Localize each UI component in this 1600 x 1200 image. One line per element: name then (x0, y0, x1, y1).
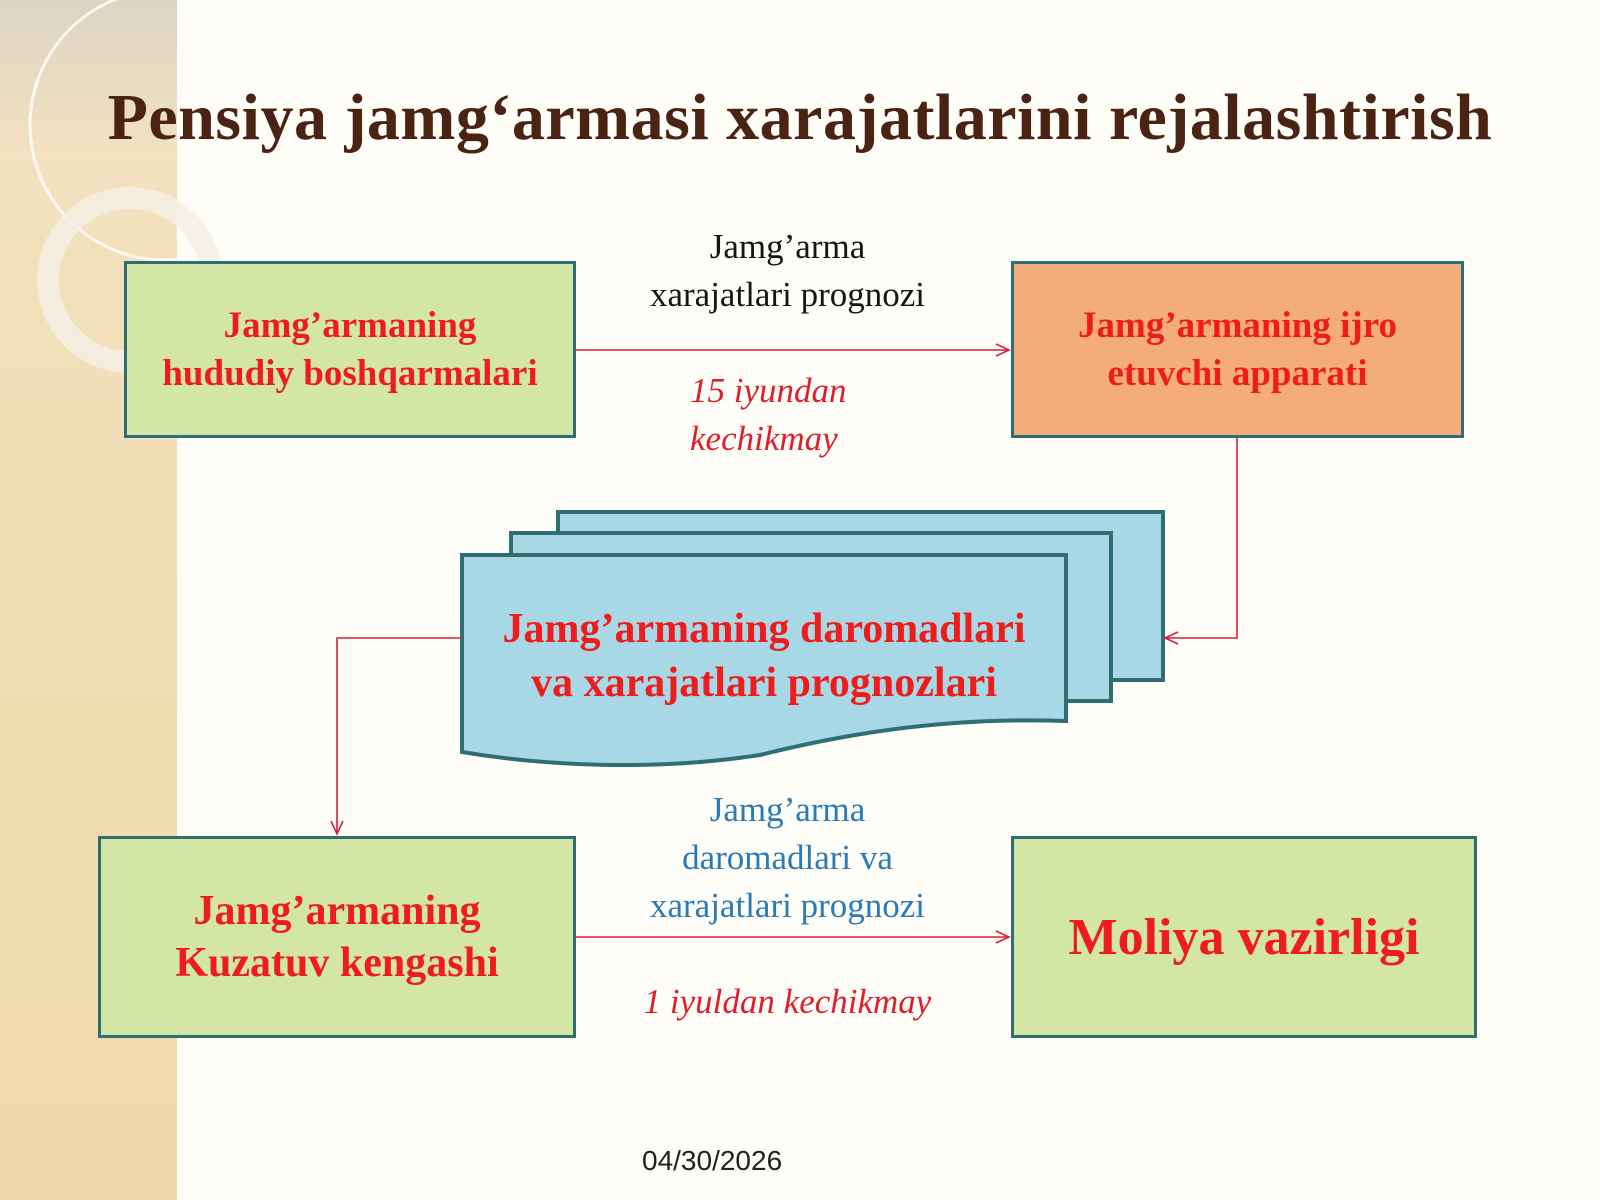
top-arrow-deadline-line-2: kechikmay (690, 419, 838, 458)
supervisory-council-line-1: Jamg’armaning (193, 888, 481, 934)
forecast-document-text: Jamg’armaning daromadlari va xarajatlari… (462, 602, 1066, 710)
bottom-arrow-label: Jamg’arma daromadlari va xarajatlari pro… (600, 786, 975, 930)
arrow-document-to-council (330, 637, 461, 836)
footer-date: 04/30/2026 (642, 1145, 783, 1176)
arrow-executive-to-document (1163, 438, 1238, 645)
forecast-document-line-2: va xarajatlari prognozlari (531, 660, 997, 706)
top-arrow-label: Jamg’arma xarajatlari prognozi (600, 223, 975, 319)
executive-apparatus-line-2: etuvchi apparati (1107, 352, 1368, 394)
finance-ministry-label: Moliya vazirligi (1068, 908, 1420, 966)
top-arrow-deadline-line-1: 15 iyundan (690, 371, 847, 410)
regional-offices-box: Jamg’armaning hududiy boshqarmalari (124, 261, 576, 438)
bottom-arrow-label-line-3: xarajatlari prognozi (649, 886, 925, 925)
supervisory-council-box: Jamg’armaning Kuzatuv kengashi (98, 836, 576, 1038)
document-page-front (460, 553, 1068, 768)
top-arrow-deadline: 15 iyundan kechikmay (690, 367, 890, 463)
bottom-arrow-label-line-1: Jamg’arma (709, 790, 866, 829)
bottom-arrow-deadline: 1 iyuldan kechikmay (643, 982, 932, 1021)
top-arrow-label-line-2: xarajatlari prognozi (649, 275, 925, 314)
slide-title: Pensiya jamg‘armasi xarajatlarini rejala… (107, 81, 1493, 154)
forecast-document-line-1: Jamg’armaning daromadlari (502, 606, 1026, 652)
supervisory-council-line-2: Kuzatuv kengashi (175, 940, 499, 986)
bottom-arrow-label-line-2: daromadlari va (682, 838, 893, 877)
finance-ministry-box: Moliya vazirligi (1011, 836, 1477, 1038)
executive-apparatus-line-1: Jamg’armaning ijro (1078, 304, 1397, 346)
top-arrow-label-line-1: Jamg’arma (709, 227, 866, 266)
executive-apparatus-box: Jamg’armaning ijro etuvchi apparati (1011, 261, 1464, 438)
regional-offices-line-2: hududiy boshqarmalari (162, 352, 538, 394)
regional-offices-line-1: Jamg’armaning (223, 304, 477, 346)
